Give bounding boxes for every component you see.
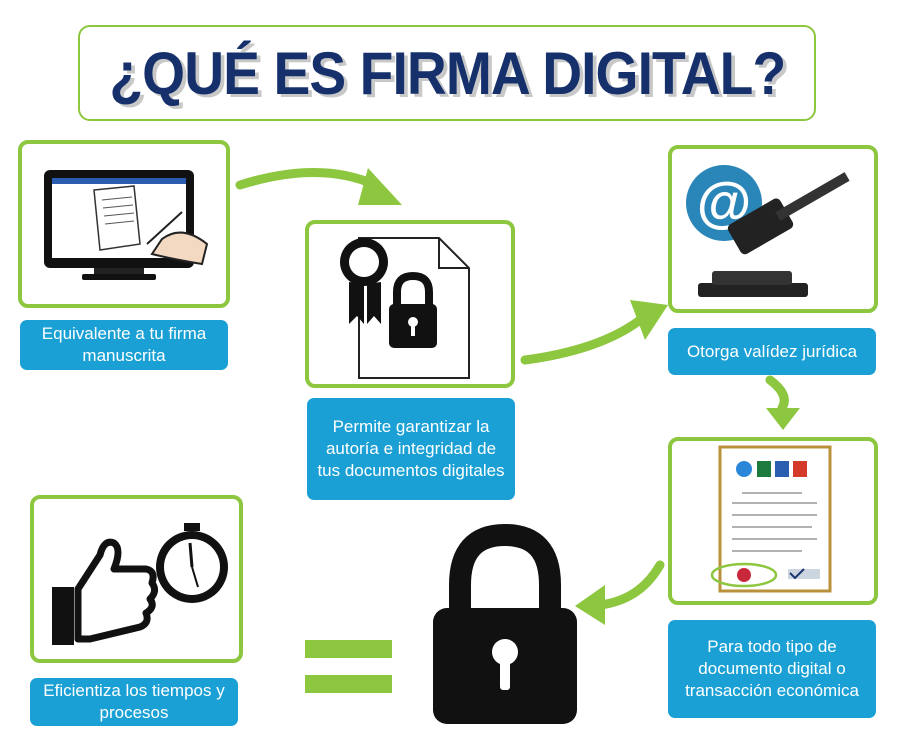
arrow-3-to-4 bbox=[765, 375, 789, 413]
signed-document-icon bbox=[710, 445, 832, 593]
card-document bbox=[668, 437, 878, 605]
equals-bar-top bbox=[305, 640, 392, 658]
arrow-4-to-lock bbox=[595, 560, 665, 610]
page-title: ¿QUÉ ES FIRMA DIGITAL? bbox=[109, 39, 786, 107]
label-certified-document: Permite garantizar la autoría e integrid… bbox=[307, 398, 515, 500]
card-efficiency bbox=[30, 495, 243, 663]
arrow-1-to-2 bbox=[235, 168, 380, 190]
label-legal: Otorga valídez jurídica bbox=[668, 328, 876, 375]
padlock-icon bbox=[433, 523, 577, 724]
monitor-signature-icon bbox=[44, 170, 209, 280]
thumbs-up-stopwatch-icon bbox=[52, 523, 228, 645]
equals-bar-bottom bbox=[305, 675, 392, 693]
card-signature bbox=[18, 140, 230, 308]
label-document: Para todo tipo de documento digital o tr… bbox=[668, 620, 876, 718]
email-gavel-icon: @ bbox=[686, 165, 850, 297]
arrow-4-head bbox=[575, 585, 605, 625]
arrow-2-to-3 bbox=[520, 315, 645, 365]
card-certified-document bbox=[305, 220, 515, 388]
label-signature: Equivalente a tu firma manuscrita bbox=[20, 320, 228, 370]
arrow-2-head bbox=[630, 300, 668, 340]
certified-document-lock-icon bbox=[340, 237, 470, 379]
label-efficiency: Eficientiza los tiempos y procesos bbox=[30, 678, 238, 726]
title-box: ¿QUÉ ES FIRMA DIGITAL? bbox=[78, 25, 816, 121]
arrow-3-head bbox=[766, 408, 800, 430]
card-legal: @ bbox=[668, 145, 878, 313]
arrow-1-head bbox=[358, 168, 402, 205]
